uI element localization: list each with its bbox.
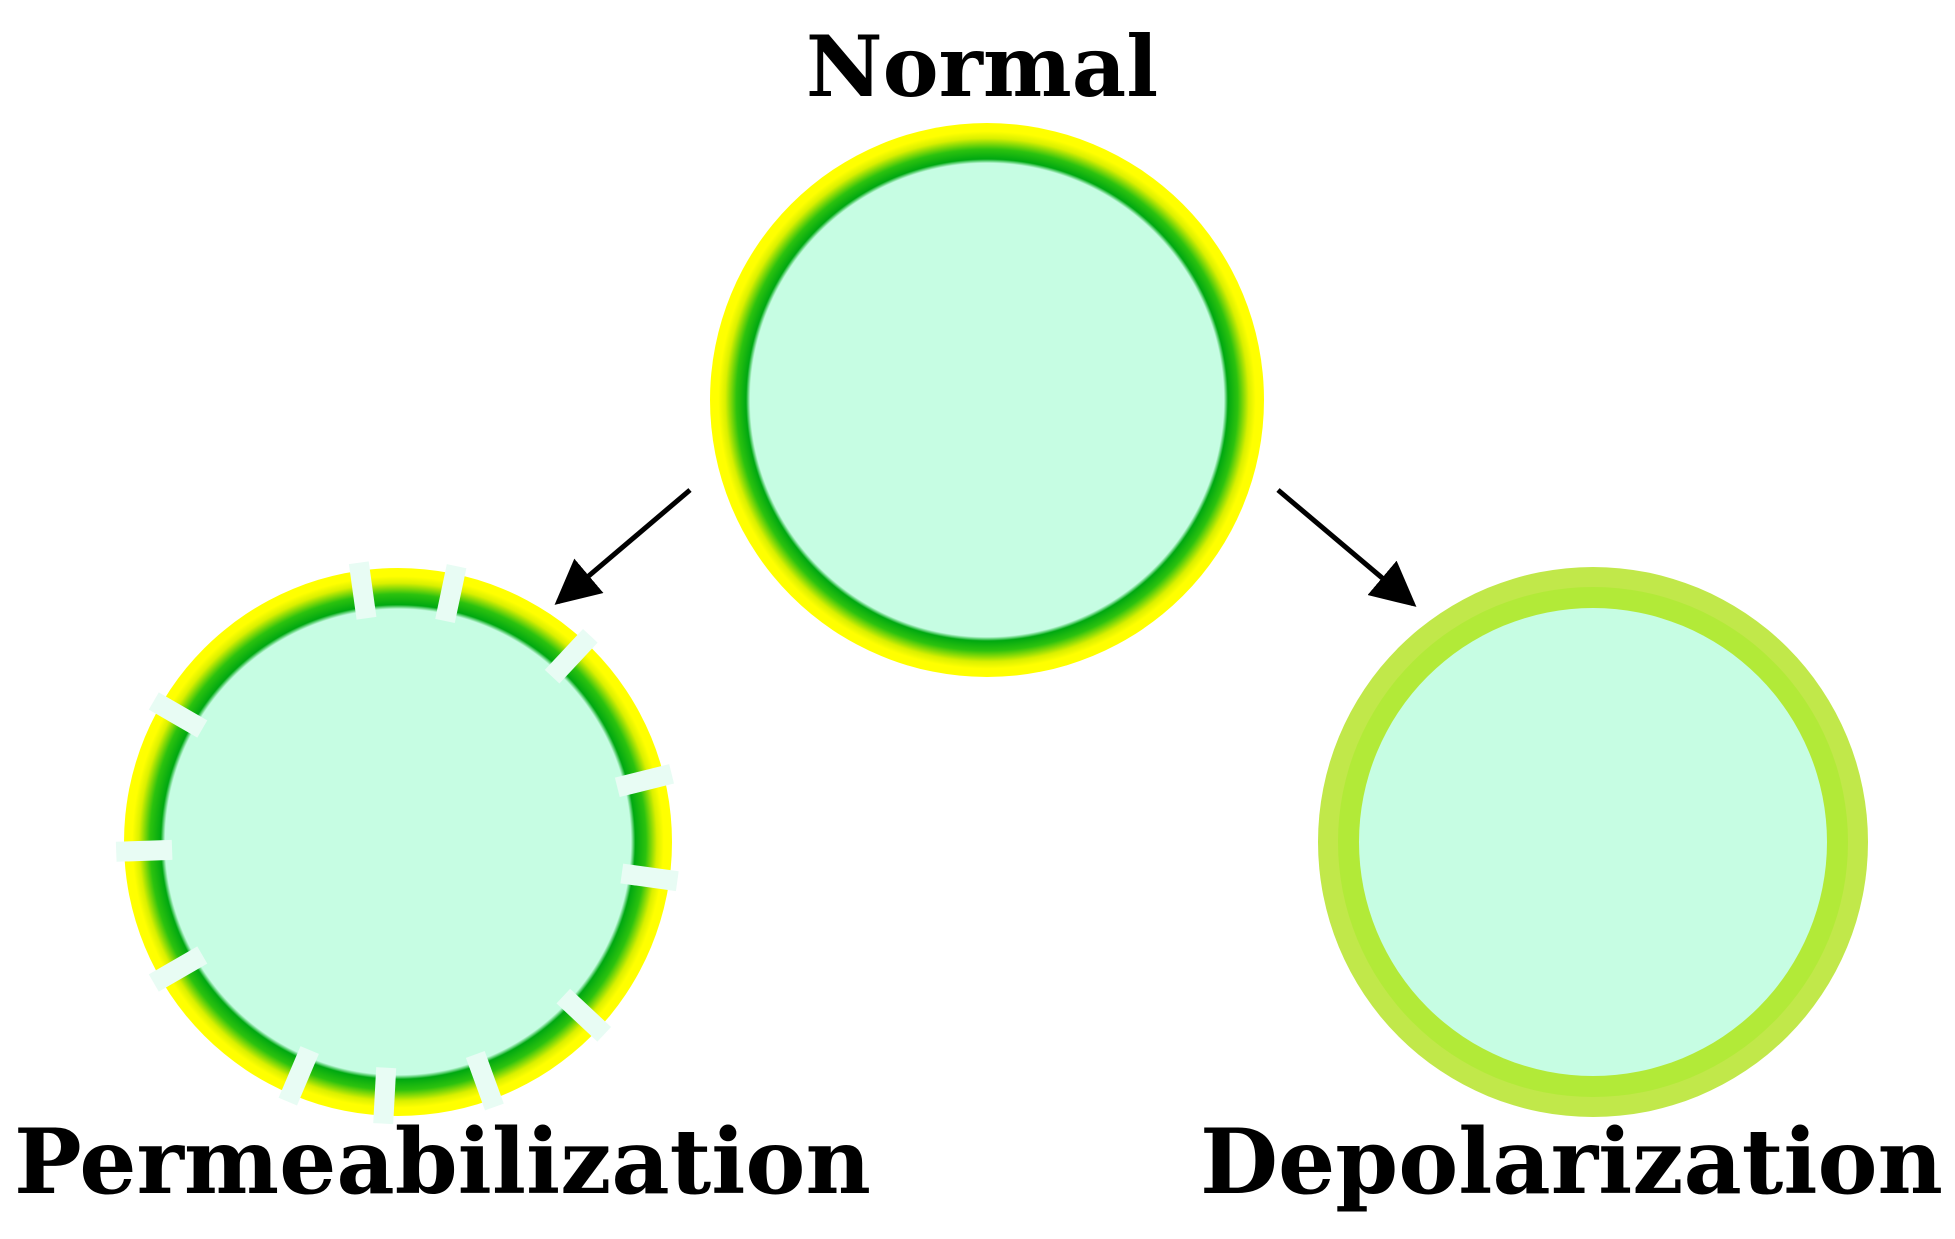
membrane-pore [544,628,598,684]
membrane-pore [465,1050,504,1111]
membrane-pore [115,839,173,862]
permeabilized-cell-membrane [124,568,672,1116]
membrane-pore [614,764,675,798]
membrane-pore [278,1046,319,1106]
normal-cell [710,123,1264,677]
membrane-pore [348,561,377,620]
normal-cell-membrane [710,123,1264,677]
depolarized-cell [1318,567,1868,1117]
membrane-pore [148,946,208,992]
permeabilized-cell [115,561,679,1125]
membrane-pore [373,1067,397,1125]
membrane-pore [148,692,208,738]
normal-label: Normal [806,17,1158,116]
membrane-pore [620,863,679,892]
arrow-to-permeabilization [554,488,692,605]
depolarization-label: Depolarization [1200,1109,1943,1215]
depolarized-cell-interior [1359,608,1827,1076]
membrane-pore [556,988,612,1042]
membrane-pore [435,564,467,623]
arrow-to-depolarization [1276,488,1417,607]
membrane-pores [115,561,679,1125]
permeabilization-label: Permeabilization [14,1109,871,1215]
